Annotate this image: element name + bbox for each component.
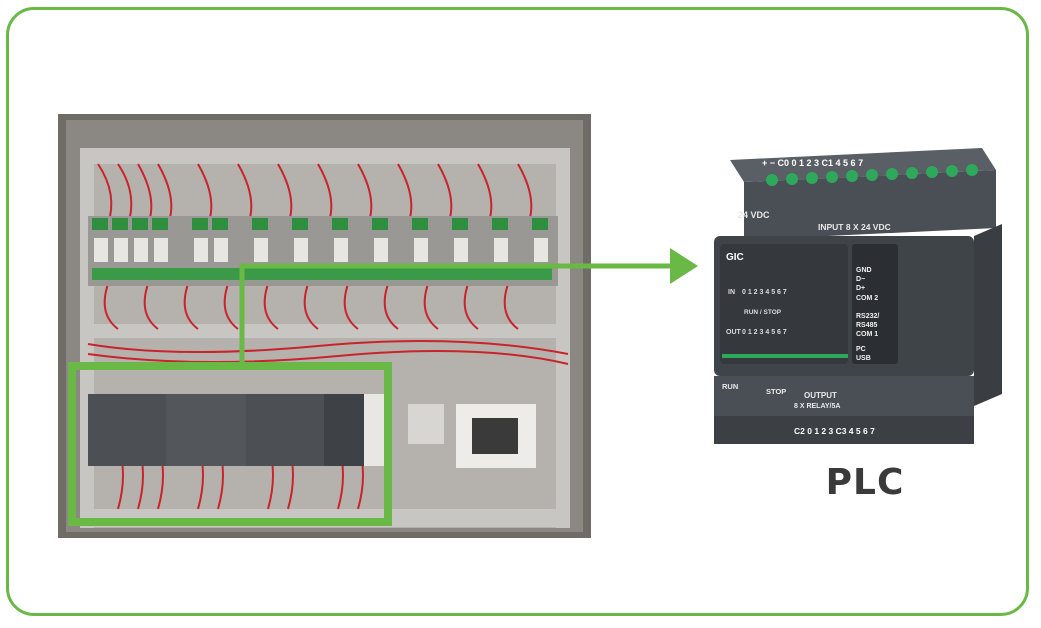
connection-arrow (239, 248, 698, 362)
run-switch-label: RUN (722, 382, 738, 391)
input-label: INPUT 8 X 24 VDC (818, 222, 891, 232)
com2-label: COM 2 (856, 295, 878, 302)
usb-label: USB (856, 355, 871, 362)
gnd-label: GND (856, 267, 872, 274)
in-label: IN (728, 289, 735, 296)
in-numbers: 0 1 2 3 4 5 6 7 (742, 289, 787, 296)
d-plus-label: D+ (856, 285, 865, 292)
brand-logo-text: GIC (726, 252, 744, 263)
plc-caption: PLC (825, 462, 905, 503)
supply-label: 24 VDC (738, 210, 770, 220)
bottom-terminal-labels: C2 0 1 2 3 C3 4 5 6 7 (794, 426, 875, 436)
run-stop-led-label: RUN / STOP (744, 309, 782, 316)
output-label: OUTPUT (804, 391, 837, 400)
top-terminal-labels: + − C0 0 1 2 3 C1 4 5 6 7 (762, 158, 863, 168)
rs485-label: RS485 (856, 322, 878, 329)
d-minus-label: D− (856, 276, 865, 283)
output-spec-label: 8 X RELAY/5A (794, 403, 840, 410)
plc-device-photo: + − C0 0 1 2 3 C1 4 5 6 7 24 VDC INPUT 8… (714, 148, 1002, 444)
out-numbers: 0 1 2 3 4 5 6 7 (742, 329, 787, 336)
stop-switch-label: STOP (766, 387, 786, 396)
pc-label: PC (856, 346, 866, 353)
rs232-label: RS232/ (856, 313, 879, 320)
out-label: OUT (726, 329, 742, 336)
control-panel-photo (58, 114, 591, 538)
com1-label: COM 1 (856, 331, 878, 338)
